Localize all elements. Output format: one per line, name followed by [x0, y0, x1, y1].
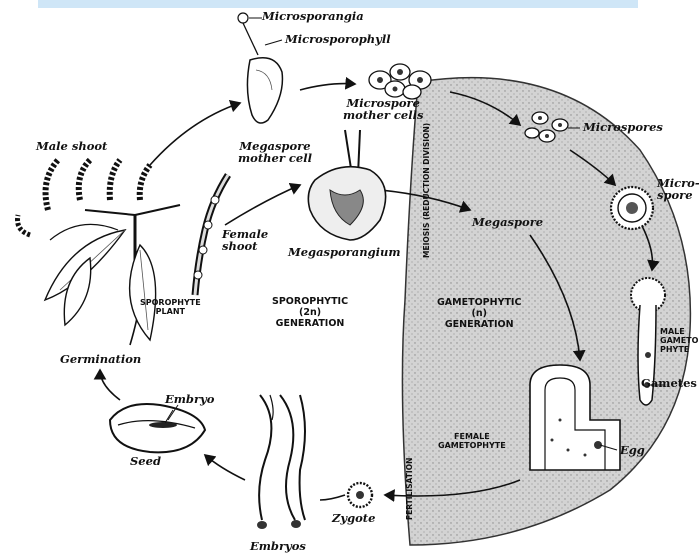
microspore-drawing	[611, 187, 653, 229]
embryos-drawing	[257, 395, 305, 529]
label-megasporangium: Megasporangium	[288, 246, 401, 258]
label-embryo: Embryo	[165, 393, 214, 405]
zygote-drawing	[348, 483, 372, 507]
label-gametophytic-generation: GAMETOPHYTIC(n)GENERATION	[437, 298, 521, 331]
label-zygote: Zygote	[332, 512, 375, 524]
label-microsporangia: Microsporangia	[262, 10, 364, 22]
label-egg: Egg	[620, 444, 645, 456]
arrow-microsporophyll-to-mother-cells	[300, 84, 355, 90]
arrow-seed-to-germination	[100, 370, 120, 400]
label-microsporophyll: Microsporophyll	[285, 33, 391, 45]
arrow-embryos-to-seed	[205, 455, 245, 480]
label-gametes: Gametes	[641, 377, 697, 389]
arrow-zygote-to-embryos	[320, 495, 345, 500]
label-microspores: Microspores	[583, 121, 663, 133]
microsporophyll-drawing	[238, 13, 282, 123]
arrow-sporophyte-to-microsporophyll	[150, 103, 240, 165]
label-meiosis: MEIOSIS (REDUCTION DIVISION)	[422, 123, 431, 258]
label-microspore: Micro-spore	[657, 177, 699, 201]
arrow-female-shoot-to-megasporangium	[225, 185, 300, 225]
seed-drawing	[110, 404, 205, 452]
label-male-shoot: Male shoot	[36, 140, 107, 152]
label-seed: Seed	[130, 455, 161, 467]
label-megaspore: Megaspore	[472, 216, 543, 228]
label-germination: Germination	[60, 353, 141, 365]
label-sporophytic-generation: SPOROPHYTIC(2n)GENERATION	[272, 297, 348, 330]
label-embryos: Embryos	[250, 540, 306, 552]
leader-microsporophyll	[265, 40, 282, 45]
megasporangium-drawing	[308, 130, 385, 240]
label-fertilisation: FERTILISATION	[405, 458, 414, 520]
